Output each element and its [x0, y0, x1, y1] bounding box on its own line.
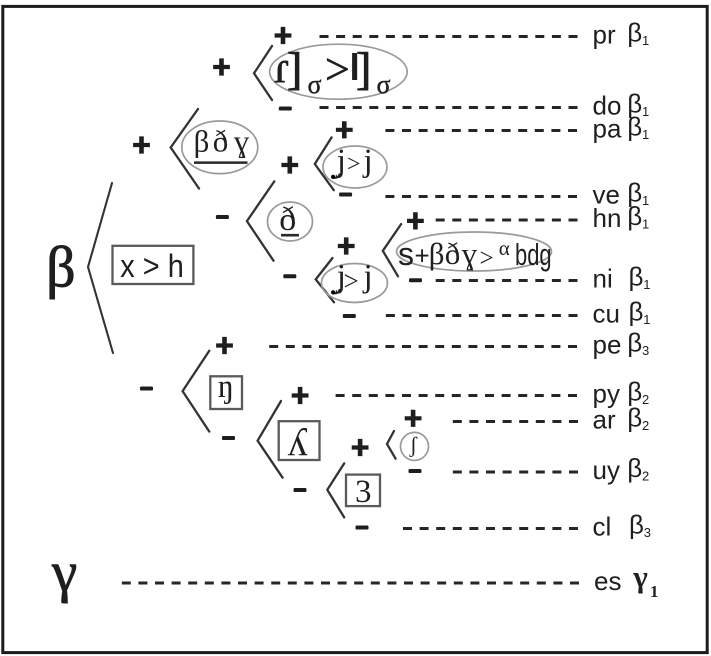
svg-text:j: j	[363, 143, 373, 179]
svg-text:j: j	[336, 143, 346, 179]
svg-text:β: β	[194, 124, 210, 159]
svg-text:β: β	[627, 18, 642, 48]
svg-text:pa: pa	[593, 114, 622, 144]
svg-text:x > h: x > h	[120, 248, 184, 284]
svg-text:1: 1	[642, 33, 649, 48]
svg-text:β: β	[629, 262, 644, 292]
svg-text:pr: pr	[593, 20, 616, 50]
svg-text:1: 1	[643, 277, 650, 292]
svg-text:>: >	[347, 152, 361, 178]
svg-text:β: β	[629, 297, 644, 327]
svg-text:γ: γ	[51, 541, 77, 604]
svg-text:do: do	[593, 91, 622, 121]
svg-text:γ: γ	[632, 559, 648, 594]
svg-text:2: 2	[642, 469, 649, 484]
svg-text:ʃ: ʃ	[409, 432, 418, 457]
svg-text:>: >	[325, 45, 350, 94]
svg-text:β: β	[627, 112, 642, 142]
svg-text:ŋ: ŋ	[218, 369, 234, 405]
svg-text:1: 1	[642, 127, 649, 142]
svg-text:β: β	[627, 453, 642, 483]
svg-text:3: 3	[642, 343, 649, 358]
svg-text:ɣ: ɣ	[234, 124, 250, 159]
svg-text:pe: pe	[593, 330, 622, 360]
svg-text:l: l	[350, 47, 360, 88]
svg-text:]: ]	[356, 43, 371, 94]
svg-text:β: β	[627, 328, 642, 358]
svg-text:1: 1	[642, 217, 649, 232]
svg-text:es: es	[594, 566, 621, 596]
svg-text:1: 1	[642, 104, 649, 119]
svg-text:+: +	[415, 241, 430, 271]
svg-text:ve: ve	[593, 180, 620, 210]
svg-text:ni: ni	[593, 264, 613, 294]
svg-text:j: j	[336, 259, 346, 295]
svg-text:α: α	[499, 236, 510, 260]
svg-text:bdg: bdg	[515, 237, 552, 272]
svg-text:ar: ar	[593, 405, 616, 435]
svg-text:>: >	[344, 266, 359, 296]
svg-text:σ: σ	[308, 70, 322, 99]
svg-text:1: 1	[650, 582, 659, 601]
svg-text:ɾ: ɾ	[274, 41, 289, 92]
svg-text:3: 3	[644, 525, 651, 540]
svg-text:σ: σ	[377, 70, 391, 99]
svg-text:β: β	[627, 201, 642, 231]
svg-text:cu: cu	[593, 299, 620, 329]
svg-text:ð: ð	[445, 236, 461, 271]
svg-text:2: 2	[642, 392, 649, 407]
svg-text:uy: uy	[593, 455, 620, 485]
svg-text:ð: ð	[279, 201, 296, 238]
svg-text:β: β	[627, 178, 642, 208]
svg-text:1: 1	[642, 193, 649, 208]
svg-text:py: py	[593, 379, 620, 409]
svg-text:2: 2	[642, 418, 649, 433]
svg-text:cl: cl	[593, 512, 612, 542]
svg-text:β: β	[46, 234, 76, 299]
svg-text:β: β	[627, 403, 642, 433]
svg-text:>: >	[480, 245, 494, 272]
svg-text:β: β	[429, 236, 445, 271]
svg-text:β: β	[627, 377, 642, 407]
svg-text:1: 1	[643, 312, 650, 327]
svg-text:s: s	[398, 236, 414, 272]
svg-text:ʎ: ʎ	[288, 419, 308, 464]
svg-text:β: β	[627, 89, 642, 119]
svg-text:β: β	[629, 510, 644, 540]
svg-text:ð: ð	[213, 124, 229, 159]
svg-text:]: ]	[287, 43, 302, 94]
svg-text:ɣ: ɣ	[462, 236, 478, 271]
svg-text:hn: hn	[593, 203, 622, 233]
svg-text:3: 3	[355, 474, 372, 510]
svg-text:j: j	[363, 259, 373, 295]
